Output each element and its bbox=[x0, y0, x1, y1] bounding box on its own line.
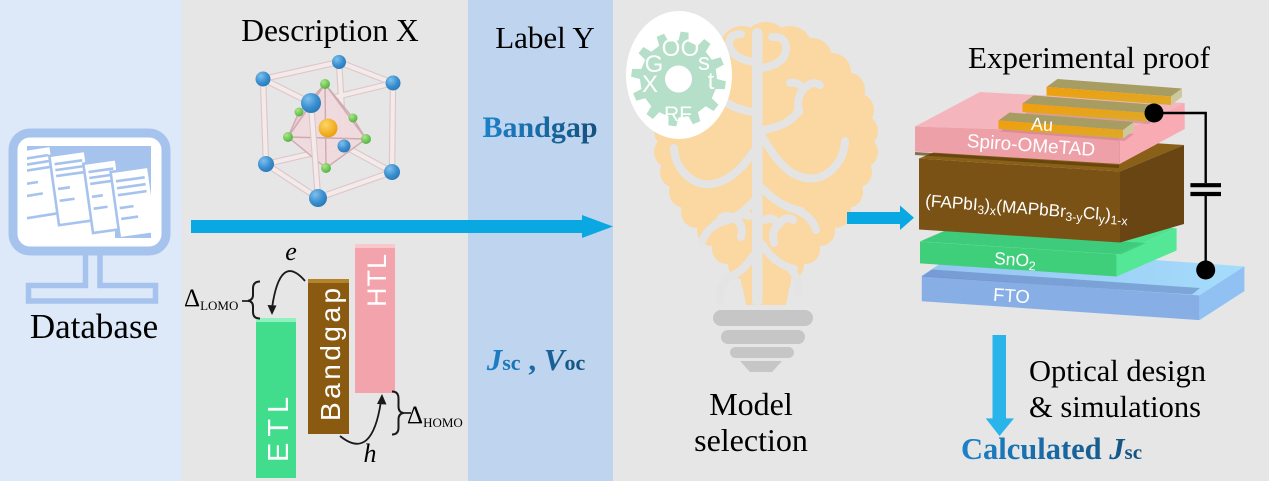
svg-text:Description X: Description X bbox=[241, 13, 419, 48]
svg-text:HTL: HTL bbox=[362, 253, 392, 307]
svg-text:e: e bbox=[285, 237, 297, 266]
svg-text:Database: Database bbox=[30, 307, 158, 346]
svg-text:ETL: ETL bbox=[263, 391, 295, 462]
svg-text:Optical design: Optical design bbox=[1029, 354, 1206, 388]
svg-text:RF: RF bbox=[664, 103, 692, 126]
svg-text:Experimental proof: Experimental proof bbox=[968, 40, 1211, 75]
svg-text:Model: Model bbox=[709, 386, 793, 422]
svg-text:G: G bbox=[645, 51, 664, 78]
svg-text:Bandgap: Bandgap bbox=[482, 111, 597, 144]
svg-text:Label Y: Label Y bbox=[495, 20, 595, 55]
svg-text:X: X bbox=[642, 71, 658, 98]
svg-text:O: O bbox=[681, 35, 700, 62]
svg-text:& simulations: & simulations bbox=[1029, 390, 1201, 424]
svg-text:O: O bbox=[662, 35, 681, 62]
svg-text:FTO: FTO bbox=[993, 284, 1031, 308]
svg-text:Bandgap: Bandgap bbox=[315, 284, 346, 421]
svg-text:Au: Au bbox=[1030, 114, 1053, 135]
svg-text:selection: selection bbox=[694, 422, 808, 458]
svg-text:s: s bbox=[698, 49, 710, 76]
svg-text:h: h bbox=[364, 439, 377, 468]
svg-text:t: t bbox=[708, 68, 715, 95]
svg-text:Calculated Jsc: Calculated Jsc bbox=[961, 432, 1142, 466]
